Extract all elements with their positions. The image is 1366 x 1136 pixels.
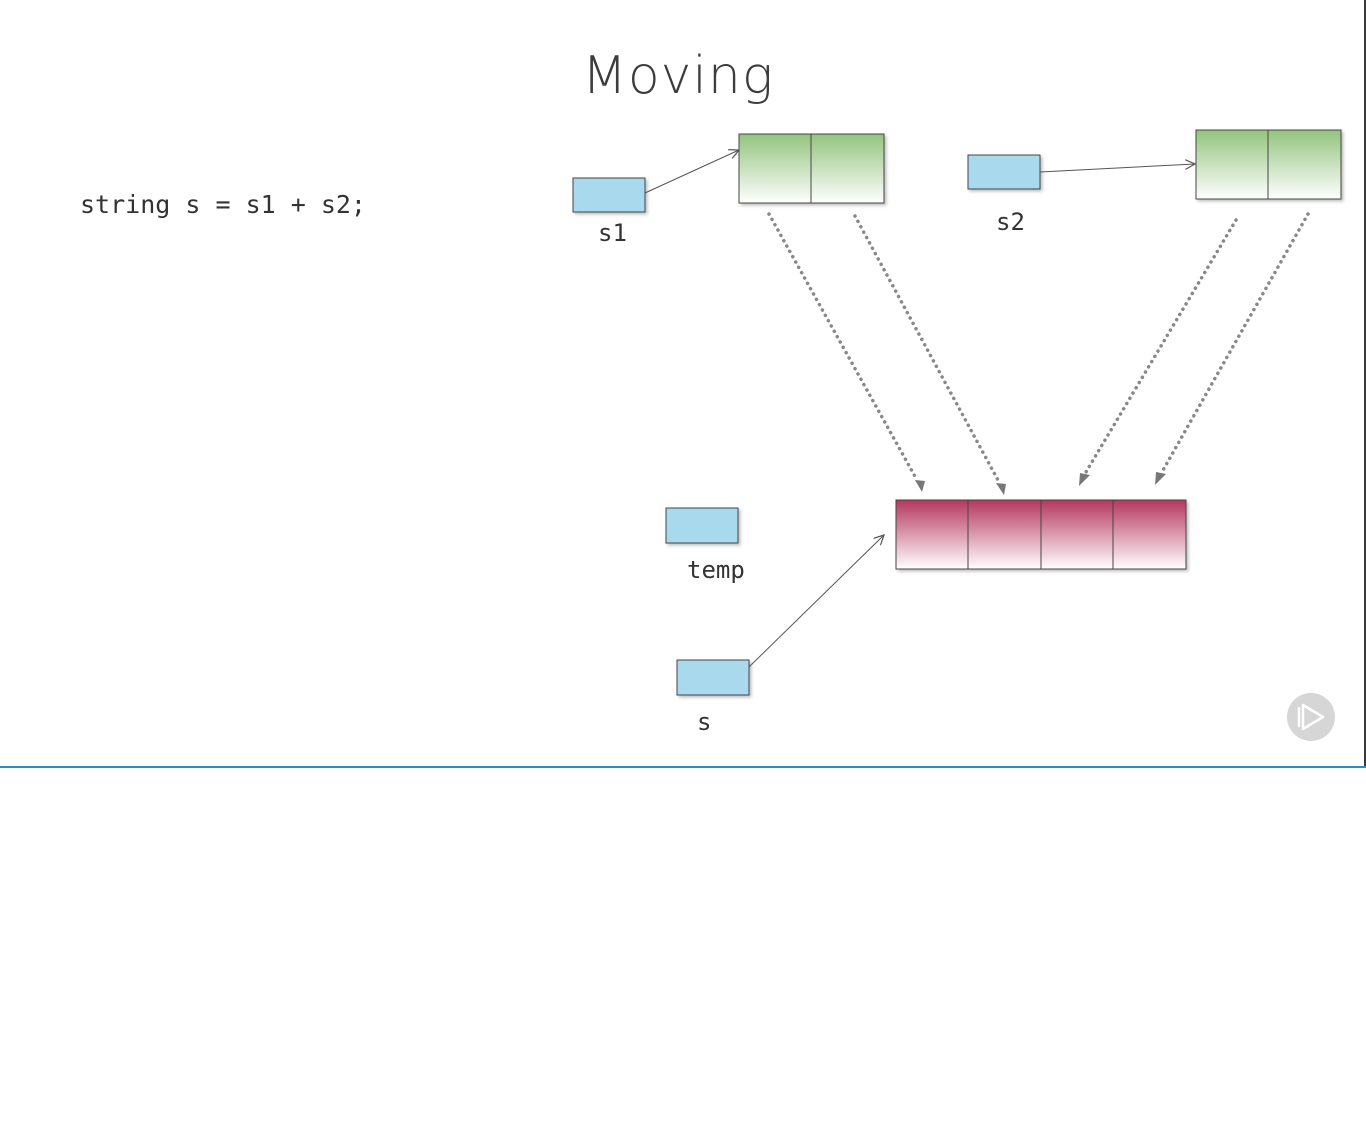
slide-bottom-rule — [0, 766, 1366, 768]
copy-arrows — [767, 212, 1310, 484]
s-pointer-arrow — [748, 535, 884, 668]
copy-arrow-3 — [1084, 218, 1238, 474]
result-buffer — [895, 499, 1187, 570]
s-label: s — [697, 708, 712, 736]
temp-label: temp — [687, 556, 745, 584]
temp-pointer-box — [665, 507, 739, 544]
s1-buffer — [738, 133, 885, 204]
s2-label: s2 — [996, 208, 1025, 236]
s2-pointer-arrow — [1039, 164, 1195, 173]
slide: Moving string s = s1 + s2; — [80, 0, 1366, 766]
copy-arrowheads — [915, 472, 1166, 495]
empty-area — [0, 768, 1366, 1136]
copy-arrow-4 — [1160, 212, 1310, 474]
play-logo-icon — [1287, 693, 1335, 741]
s-pointer-box — [676, 659, 750, 696]
s1-pointer-arrow — [644, 150, 739, 194]
slide-title: Moving — [581, 46, 775, 106]
s2-pointer-box — [967, 154, 1041, 190]
s1-label: s1 — [598, 219, 627, 247]
s2-buffer — [1195, 129, 1342, 200]
copy-arrow-2 — [853, 214, 1001, 484]
code-line: string s = s1 + s2; — [80, 190, 366, 219]
s1-pointer-box — [572, 177, 646, 213]
memory-diagram — [572, 129, 1342, 696]
copy-arrow-1 — [767, 212, 919, 482]
